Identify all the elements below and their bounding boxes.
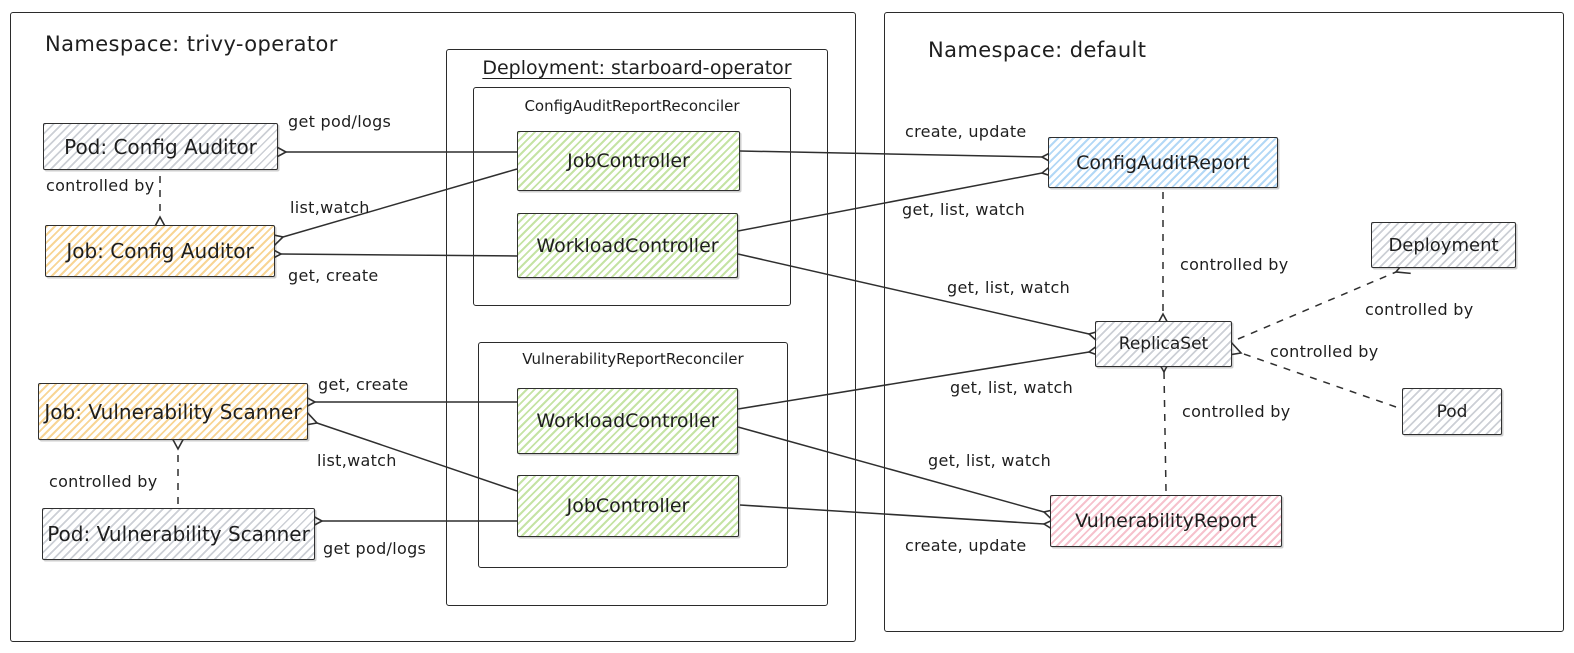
- config-audit-reconciler-box: [473, 87, 791, 306]
- edge-label-controlled-by-pod-rs: controlled by: [1270, 342, 1379, 361]
- node-job-config-auditor: Job: Config Auditor: [45, 225, 275, 277]
- edge-label-glw-vuln-report: get, list, watch: [928, 451, 1052, 470]
- node-pod-config-auditor-label: Pod: Config Auditor: [64, 134, 257, 159]
- edge-label-controlled-by-rs-deployment: controlled by: [1365, 300, 1474, 319]
- node-vuln-job-controller-label: JobController: [566, 495, 690, 517]
- node-config-audit-job-controller: JobController: [517, 131, 740, 191]
- edge-label-get-create-vuln: get, create: [318, 375, 409, 394]
- config-audit-reconciler-title: ConfigAuditReportReconciler: [524, 97, 740, 115]
- namespace-trivy-operator-box: [10, 12, 856, 642]
- edge-label-glw-replicaset-bottom: get, list, watch: [950, 378, 1074, 397]
- node-config-audit-report-label: ConfigAuditReport: [1076, 151, 1250, 174]
- edge-pod-controlledby-replicaset: [1226, 341, 1397, 408]
- edge-label-glw-replicaset-top: get, list, watch: [947, 278, 1071, 297]
- node-vuln-job-controller: JobController: [517, 475, 739, 537]
- edge-vulnerabilityreport-controlledby-replicaset: [1156, 358, 1172, 492]
- edge-jobcontroller-to-job-config-auditor-listwatch: [268, 168, 518, 248]
- edge-label-controlled-by-vuln: controlled by: [49, 472, 158, 491]
- node-job-vulnerability-scanner: Job: Vulnerability Scanner: [38, 383, 308, 440]
- edge-workloadcontroller-to-configauditreport: [737, 163, 1057, 232]
- node-config-audit-report: ConfigAuditReport: [1048, 137, 1278, 188]
- node-replicaset-label: ReplicaSet: [1118, 334, 1209, 354]
- node-replicaset: ReplicaSet: [1095, 321, 1232, 367]
- edge-replicaset-controlledby-deployment: [1237, 259, 1411, 340]
- edge-workloadcontroller-to-replicaset-bottom: [737, 342, 1104, 410]
- node-vulnerability-report: VulnerabilityReport: [1050, 495, 1282, 547]
- node-job-vulnerability-scanner-label: Job: Vulnerability Scanner: [44, 399, 302, 424]
- edge-label-create-update-config-report: create, update: [905, 122, 1027, 141]
- edge-label-list-watch-config: list,watch: [290, 198, 370, 217]
- node-pod-vulnerability-scanner-label: Pod: Vulnerability Scanner: [47, 522, 310, 546]
- edge-jobcontroller-to-configauditreport: [739, 149, 1056, 165]
- node-deployment: Deployment: [1371, 222, 1516, 268]
- node-config-audit-workload-controller: WorkloadController: [517, 213, 738, 278]
- vulnerability-reconciler-title: VulnerabilityReportReconciler: [522, 350, 744, 368]
- namespace-default-box: [884, 12, 1564, 632]
- node-pod-label: Pod: [1436, 401, 1468, 422]
- node-pod: Pod: [1402, 388, 1502, 435]
- edge-label-controlled-by-vr-rs: controlled by: [1182, 402, 1291, 421]
- edge-workloadcontroller-to-vulnerabilityreport: [737, 426, 1059, 523]
- edge-label-glw-config-report: get, list, watch: [902, 200, 1026, 219]
- left-namespace-title: Namespace: trivy-operator: [45, 32, 338, 56]
- edge-workloadcontroller-to-replicaset-top: [737, 253, 1104, 345]
- edge-label-get-pod-logs-vuln: get pod/logs: [323, 539, 427, 558]
- edge-jobcontroller-to-vulnerabilityreport: [739, 504, 1058, 533]
- edge-label-controlled-by-car-rs: controlled by: [1180, 255, 1289, 274]
- node-vuln-workload-controller: WorkloadController: [517, 388, 738, 454]
- edge-label-get-pod-logs-config: get pod/logs: [288, 112, 392, 131]
- edge-workloadcontroller-to-job-config-auditor-getcreate: [267, 246, 518, 262]
- deployment-title: Deployment: starboard-operator: [482, 57, 792, 79]
- node-pod-vulnerability-scanner: Pod: Vulnerability Scanner: [42, 508, 315, 560]
- node-config-audit-job-controller-label: JobController: [567, 150, 690, 172]
- edge-label-create-update-vuln-report: create, update: [905, 536, 1027, 555]
- node-config-audit-workload-controller-label: WorkloadController: [536, 234, 719, 257]
- edge-label-list-watch-vuln: list,watch: [317, 451, 397, 470]
- vulnerability-reconciler-box: [478, 342, 788, 568]
- edge-label-controlled-by-config: controlled by: [46, 176, 155, 195]
- node-vuln-workload-controller-label: WorkloadController: [536, 410, 719, 432]
- node-vulnerability-report-label: VulnerabilityReport: [1075, 510, 1257, 532]
- edge-label-get-create-config: get, create: [288, 266, 379, 285]
- node-pod-config-auditor: Pod: Config Auditor: [43, 123, 278, 170]
- edge-jobcontroller-to-job-vuln-scanner-listwatch: [302, 411, 518, 492]
- node-deployment-label: Deployment: [1388, 234, 1499, 256]
- right-namespace-title: Namespace: default: [928, 38, 1147, 62]
- node-job-config-auditor-label: Job: Config Auditor: [66, 239, 254, 263]
- deployment-starboard-operator-box: [446, 49, 828, 606]
